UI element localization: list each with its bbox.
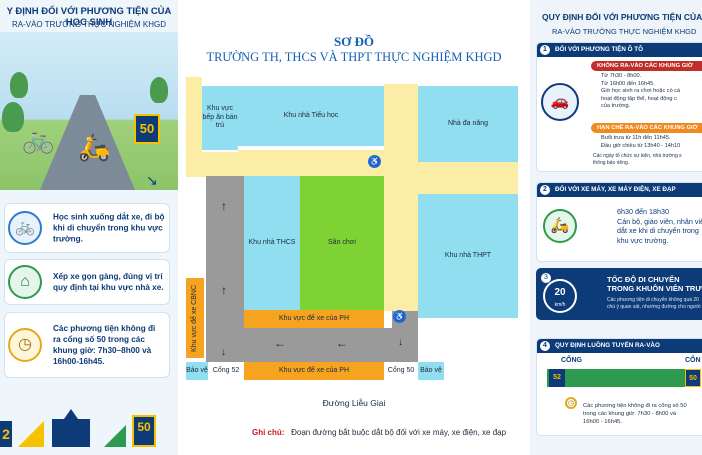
arrow-left-icon: ← <box>336 336 348 350</box>
gate-50-sign: 50 <box>132 415 156 447</box>
rule-card-gate-hours: ◷ Các phương tiện không đi ra cổng số 50… <box>4 312 170 378</box>
road-segment <box>384 176 418 311</box>
tree-icon <box>150 77 168 103</box>
rule-section-speed: 3 20 km/h TỐC ĐỘ DI CHUYỂN TRONG KHUÔN V… <box>536 268 702 320</box>
staff-rules-title: QUY ĐỊNH ĐỐI VỚI PHƯƠNG TIỆN CỦA CBG <box>542 12 702 22</box>
scooter-icon: 🛵 <box>78 132 111 162</box>
map-subtitle: TRƯỜNG TH, THCS VÀ THPT THỰC NGHIỆM KHGD <box>206 50 502 64</box>
rule-text: Học sinh xuống dắt xe, đi bộ khi di chuy… <box>53 212 165 244</box>
zone-thcs-building: Khu nhà THCS <box>244 176 300 310</box>
gate-52: Cổng 52 <box>212 366 240 374</box>
arrow-left-icon: ← <box>274 336 286 350</box>
arrow-icon: ↘ <box>146 172 158 188</box>
section-number: 3 <box>541 273 551 283</box>
zone-parent-parking-upper: Khu vực để xe của PH <box>244 310 384 328</box>
gate-52-sign: 2 <box>0 421 12 447</box>
map-note: Ghi chú: Đoạn đường bắt buộc dắt bộ đối … <box>252 428 506 437</box>
section-header: 4 QUY ĐỊNH LUỒNG TUYẾN RA-VÀO <box>537 339 702 353</box>
student-rules-subtitle: RA-VÀO TRƯỜNG THỰC NGHIỆM KHGD <box>11 20 166 29</box>
forbidden-hours-label: KHÔNG RA-VÀO CÁC KHUNG GIỜ <box>591 61 702 71</box>
tree-icon <box>10 72 28 98</box>
cyclist-icon: 🚲 <box>22 124 55 154</box>
arrow-down-icon: ↓ <box>221 347 226 358</box>
arrow-icon <box>104 425 126 447</box>
rule-section-entry-flow: 4 QUY ĐỊNH LUỒNG TUYẾN RA-VÀO CỔNG CỔN 5… <box>536 338 702 436</box>
section-number: 2 <box>540 185 550 195</box>
zone-multipurpose-hall: Nhà đa năng <box>418 86 518 162</box>
rule-card-parking: ⌂ Xếp xe gọn gàng, đúng vị trí quy định … <box>4 259 170 305</box>
school-roof-icon <box>64 409 78 419</box>
section-header: 1 ĐỐI VỚI PHƯƠNG TIỆN Ô TÔ <box>537 43 702 57</box>
zone-staff-parking: Khu vực để xe CBNC <box>186 278 204 358</box>
walk-bike-icon: ♿ <box>368 155 381 168</box>
student-rules-title: Y ĐỊNH ĐỐI VỚI PHƯƠNG TIỆN CỦA HỌC SINH <box>6 6 172 28</box>
road-segment <box>186 77 202 177</box>
road-segment <box>388 88 418 198</box>
flow-route <box>547 369 697 387</box>
speed-limit-icon: 20 km/h <box>543 279 577 313</box>
zone-playground: Sân chơi <box>300 176 384 310</box>
motorbike-rule-text: 6h30 đến 18h30 Cán bộ, giáo viên, nhân v… <box>617 207 702 246</box>
section-number: 4 <box>540 341 550 351</box>
gate-label-right: CỔN <box>685 357 701 364</box>
clock-icon: ◷ <box>8 328 42 362</box>
guard-post-left: Bảo vệ <box>186 362 208 380</box>
tree-icon <box>2 102 24 132</box>
zone-thpt-building: Khu nhà THPT <box>418 194 518 318</box>
driveway-segment <box>206 328 418 362</box>
gate-50-sign: 50 <box>134 114 160 144</box>
speed-unit: km/h <box>554 302 566 308</box>
section-number: 1 <box>540 45 550 55</box>
zone-primary-building: Khu nhà Tiểu học <box>238 86 384 146</box>
street-name: Đường Liễu Giai <box>322 398 386 408</box>
school-map: SƠ ĐỒ TRƯỜNG TH, THCS VÀ THPT THỰC NGHIỆ… <box>178 0 530 455</box>
school-building-icon <box>52 419 90 447</box>
staff-rules-subtitle: RA-VÀO TRƯỜNG THỰC NGHIỆM KHGD <box>552 27 697 36</box>
note-label: Ghi chú: <box>252 428 285 437</box>
bottom-illustration: 2 50 <box>0 398 178 455</box>
speed-value: 20 <box>554 287 566 298</box>
zone-staff-parking-label: Khu vực để xe CBNC <box>190 284 198 352</box>
rule-section-motorbikes: 2 ĐỐI VỚI XE MÁY, XE MÁY ĐIỆN, XE ĐẠP 🛵 … <box>536 182 702 262</box>
student-rules-panel: Y ĐỊNH ĐỐI VỚI PHƯƠNG TIỆN CỦA HỌC SINH … <box>0 0 178 455</box>
staff-rules-panel: QUY ĐỊNH ĐỐI VỚI PHƯƠNG TIỆN CỦA CBG RA-… <box>530 0 702 455</box>
speed-title: TỐC ĐỘ DI CHUYỂN TRONG KHUÔN VIÊN TRƯỜN <box>607 275 702 293</box>
section-title: QUY ĐỊNH LUỒNG TUYẾN RA-VÀO <box>555 342 660 349</box>
rule-text: Xếp xe gọn gàng, đúng vị trí quy định tạ… <box>53 271 164 292</box>
walk-bike-icon: ♿ <box>393 310 406 323</box>
clock-icon: ◷ <box>565 397 577 409</box>
rule-card-walk-bike: 🚲 Học sinh xuống dắt xe, đi bộ khi di ch… <box>4 203 170 253</box>
road-segment <box>418 162 518 194</box>
zone-kitchen: Khu vực bếp ăn bán trú <box>202 86 238 150</box>
arrow-icon <box>18 421 44 447</box>
event-footnote: Các ngày tổ chức sự kiện, nhà trường s t… <box>593 153 682 166</box>
car-icon: 🚗 <box>541 83 579 121</box>
bike-walk-icon: 🚲 <box>8 211 42 245</box>
rule-text: Các phương tiện không đi ra cổng số 50 t… <box>53 323 156 367</box>
gate-label-left: CỔNG <box>561 357 582 364</box>
forbidden-hours-list: Từ 7h30 - 8h00. Từ 16h00 đến 16h45. Giờ … <box>601 73 681 110</box>
gate-50-sign: 50 <box>685 369 701 387</box>
entry-flow-text: Các phương tiện không đi ra cổng số 50 t… <box>583 403 687 425</box>
arrow-down-icon: ↓ <box>398 337 403 348</box>
guard-post-right: Bảo vệ <box>418 362 444 380</box>
gate-50: Cổng 50 <box>387 366 415 374</box>
hero-illustration: 50 🚲 🛵 ↘ <box>0 32 178 190</box>
note-text: Đoạn đường bắt buộc dắt bộ đối với xe má… <box>291 428 507 437</box>
zone-parent-parking-lower: Khu vực để xe của PH <box>244 362 384 380</box>
section-title: ĐỐI VỚI PHƯƠNG TIỆN Ô TÔ <box>555 46 644 53</box>
scooter-icon: 🛵 <box>543 209 577 243</box>
parking-icon: ⌂ <box>8 265 42 299</box>
limited-hours-label: HẠN CHẾ RA-VÀO CÁC KHUNG GIỜ <box>591 123 702 133</box>
arrow-up-icon: ↑ <box>221 199 227 213</box>
limited-hours-list: Buổi trưa từ 11h đến 11h45. Đầu giờ chiề… <box>601 135 681 149</box>
gate-52-sign: 52 <box>549 369 565 387</box>
section-title: ĐỐI VỚI XE MÁY, XE MÁY ĐIỆN, XE ĐẠP <box>555 186 676 193</box>
speed-rule-text: Các phương tiện di chuyển không quá 20 c… <box>607 297 701 310</box>
rule-section-cars: 1 ĐỐI VỚI PHƯƠNG TIỆN Ô TÔ 🚗 KHÔNG RA-VÀ… <box>536 42 702 172</box>
section-header: 2 ĐỐI VỚI XE MÁY, XE MÁY ĐIỆN, XE ĐẠP <box>537 183 702 197</box>
arrow-up-icon: ↑ <box>221 283 227 297</box>
map-title: SƠ ĐỒ <box>333 34 375 49</box>
